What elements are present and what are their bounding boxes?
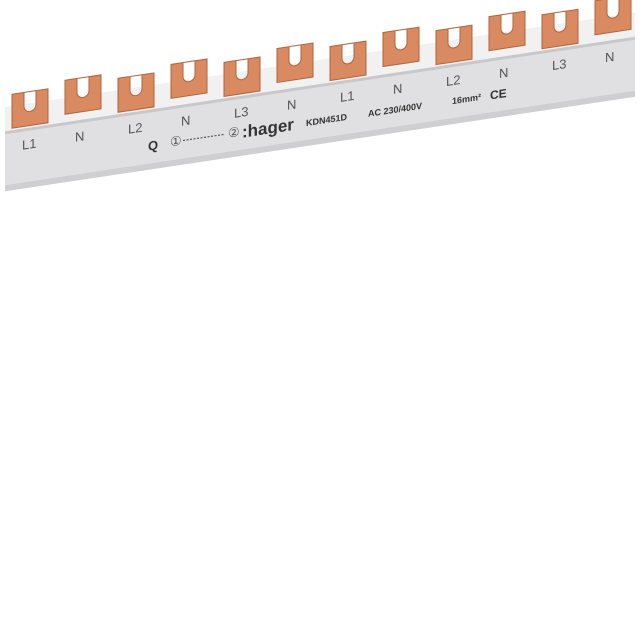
pin1-symbol: ① — [170, 133, 182, 150]
busbar-bottom-edge — [5, 90, 635, 192]
phase-label: L3 — [552, 56, 566, 73]
copper-fork-pin — [64, 74, 102, 115]
copper-fork-pin — [11, 88, 49, 129]
cross-section: 16mm² — [452, 92, 481, 106]
connection-symbol — [183, 133, 225, 142]
phase-label: L2 — [128, 120, 142, 137]
phase-label: L2 — [446, 72, 460, 89]
copper-fork-pin — [117, 72, 155, 113]
pin2-symbol: ② — [228, 124, 240, 141]
phase-label: N — [605, 49, 614, 65]
copper-fork-pin — [329, 40, 367, 82]
phase-label: N — [393, 81, 402, 97]
phase-label: N — [75, 128, 84, 144]
copper-fork-pin — [223, 56, 261, 97]
copper-fork-pin — [541, 8, 579, 50]
busbar-ridge — [5, 36, 635, 135]
phase-label: L1 — [340, 88, 354, 105]
ce-mark: CE — [490, 86, 507, 102]
copper-fork-pin — [594, 0, 632, 36]
copper-fork-pin — [170, 58, 208, 99]
phase-label: N — [181, 113, 190, 129]
phase-label: L1 — [22, 136, 36, 153]
q-symbol: Q — [148, 137, 158, 153]
copper-fork-pin — [435, 24, 473, 66]
busbar-top-face — [5, 12, 635, 134]
phase-label: N — [287, 97, 296, 113]
copper-fork-pin — [488, 10, 526, 52]
phase-label: L3 — [234, 104, 248, 121]
copper-fork-pin — [276, 42, 314, 84]
copper-fork-pin — [382, 26, 420, 68]
phase-label: N — [499, 65, 508, 81]
